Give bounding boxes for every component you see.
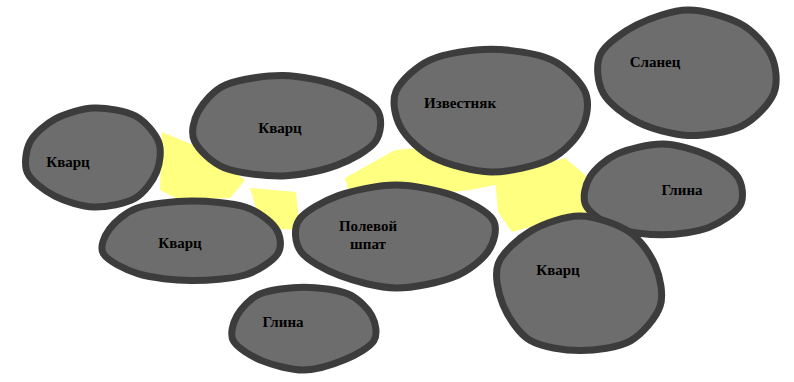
grain-outline xyxy=(225,282,383,374)
grain-label: Кварц xyxy=(46,153,89,171)
grain-label: Сланец xyxy=(630,53,681,71)
rock-grain: Кварц xyxy=(490,212,670,358)
grain-shape xyxy=(598,10,777,135)
grain-shape xyxy=(394,49,587,172)
grain-shape xyxy=(26,108,161,207)
grain-label: Известняк xyxy=(424,94,496,112)
grain-shape xyxy=(295,185,495,288)
rock-grain: Кварц xyxy=(95,195,287,287)
grain-label: Глина xyxy=(661,181,702,199)
grain-outline xyxy=(592,6,784,142)
rock-grain: Глина xyxy=(225,282,383,374)
grain-label: Кварц xyxy=(536,261,579,279)
grain-label: Кварц xyxy=(158,234,201,252)
rock-grain: Кварц xyxy=(20,102,168,212)
rock-grain: Полевой шпат xyxy=(290,180,502,292)
rock-grain: Известняк xyxy=(384,44,598,176)
grain-label: Кварц xyxy=(258,119,301,137)
grain-outline xyxy=(490,212,670,358)
grain-label: Глина xyxy=(262,313,303,331)
grain-shape xyxy=(232,287,376,370)
grain-outline xyxy=(290,180,502,292)
grain-label: Полевой шпат xyxy=(328,217,408,253)
grain-shape xyxy=(497,216,662,351)
rock-grain: Сланец xyxy=(592,6,784,142)
rock-grain: Кварц xyxy=(180,70,386,182)
grain-shape xyxy=(193,76,381,176)
grain-shape xyxy=(102,201,281,280)
grain-outline xyxy=(20,102,168,212)
